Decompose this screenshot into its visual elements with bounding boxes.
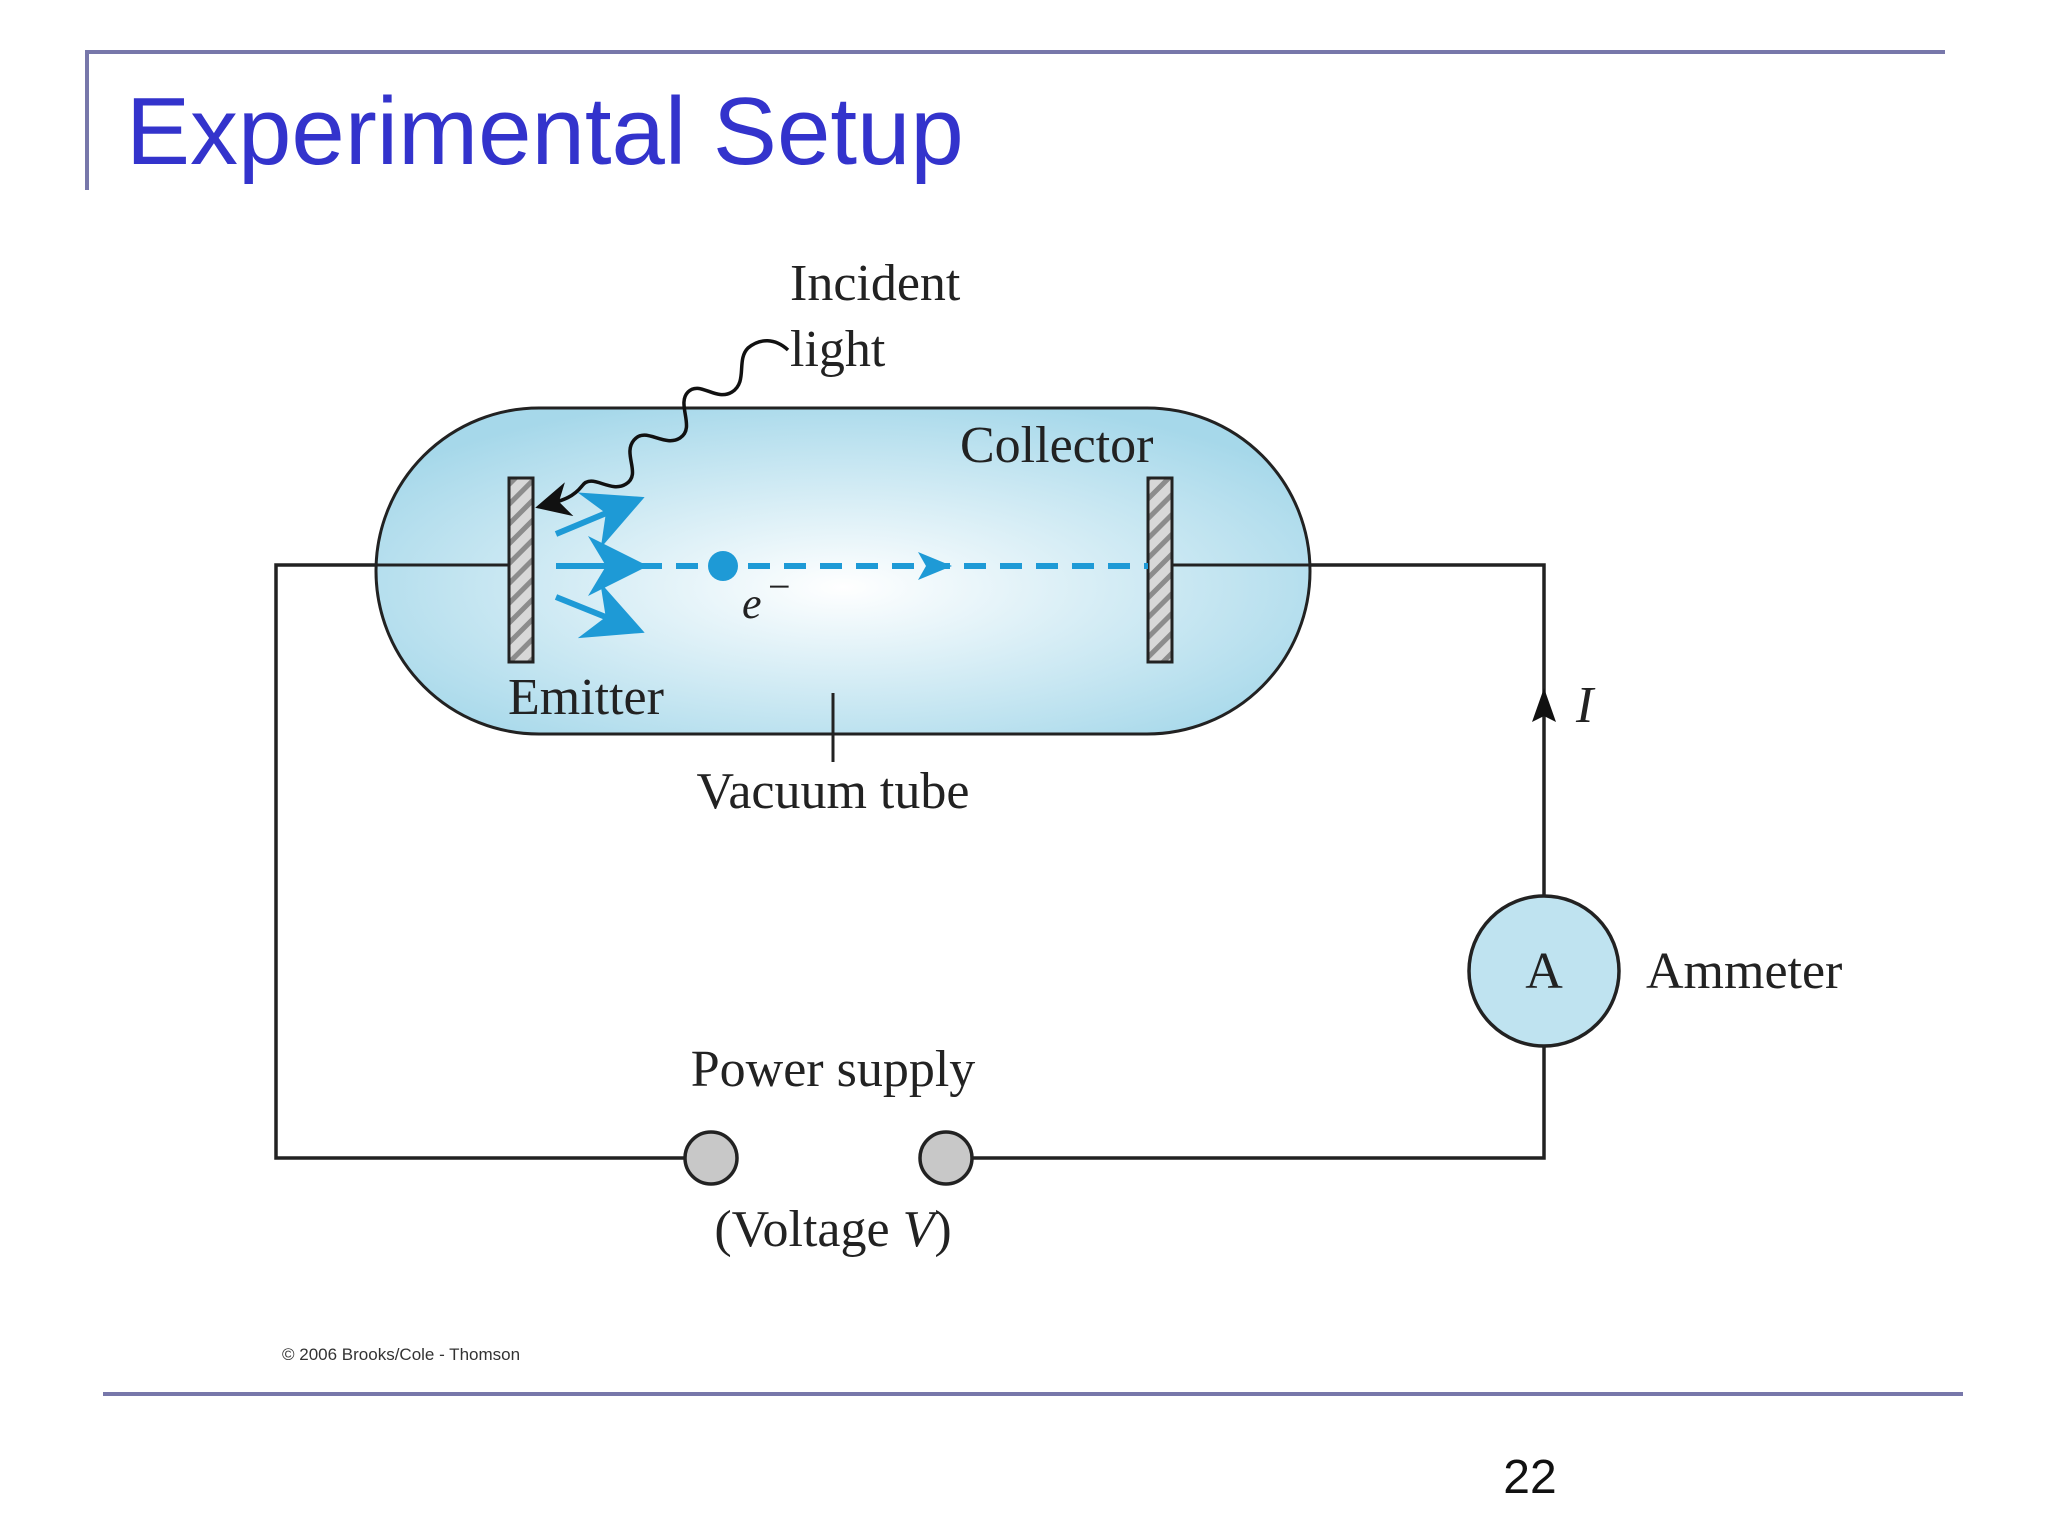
title-frame-top-rule xyxy=(85,50,1945,54)
wire-ammeter-bottom xyxy=(972,1046,1546,1160)
wire-right-loop xyxy=(1305,563,1546,896)
current-label: I xyxy=(1575,677,1596,734)
voltage-open: (Voltage xyxy=(714,1201,902,1258)
electron-charge: − xyxy=(768,564,791,609)
title-frame-left-rule xyxy=(85,50,89,190)
electron-path-arrowhead xyxy=(918,552,952,580)
electron-dot xyxy=(708,551,738,581)
wire-left-loop xyxy=(274,563,688,1160)
voltage-close: ) xyxy=(934,1201,951,1258)
power-terminal-right xyxy=(918,1130,974,1186)
collector-plate xyxy=(1146,476,1174,664)
voltage-label: (Voltage V) xyxy=(714,1201,951,1258)
ammeter-symbol: A xyxy=(1525,943,1563,1000)
electron-symbol: e xyxy=(742,579,762,628)
emitter-plate xyxy=(507,476,535,664)
collector-label: Collector xyxy=(960,417,1154,474)
vacuum-tube-label: Vacuum tube xyxy=(697,763,970,820)
ammeter-label: Ammeter xyxy=(1646,943,1842,1000)
vacuum-tube xyxy=(374,406,1312,736)
emitted-electron-arrows xyxy=(554,492,648,639)
incident-light-wave xyxy=(535,339,790,517)
current-arrow xyxy=(1532,688,1556,722)
electron-arrow-up xyxy=(554,492,645,548)
page-number: 22 xyxy=(1503,1451,1557,1504)
incident-light-label-line2: light xyxy=(790,321,886,378)
power-terminal-left xyxy=(683,1130,739,1186)
ammeter-circle xyxy=(1467,894,1621,1048)
incident-light-label-line1: Incident xyxy=(790,255,961,312)
slide-title: Experimental Setup xyxy=(126,78,964,185)
copyright-notice: © 2006 Brooks/Cole - Thomson xyxy=(282,1345,520,1364)
footer-rule xyxy=(103,1392,1963,1396)
power-supply-label: Power supply xyxy=(691,1041,976,1098)
emitter-label: Emitter xyxy=(508,669,664,726)
voltage-symbol: V xyxy=(903,1201,940,1258)
circuit-wires xyxy=(274,563,1546,1160)
electron-arrow-down xyxy=(554,582,645,639)
